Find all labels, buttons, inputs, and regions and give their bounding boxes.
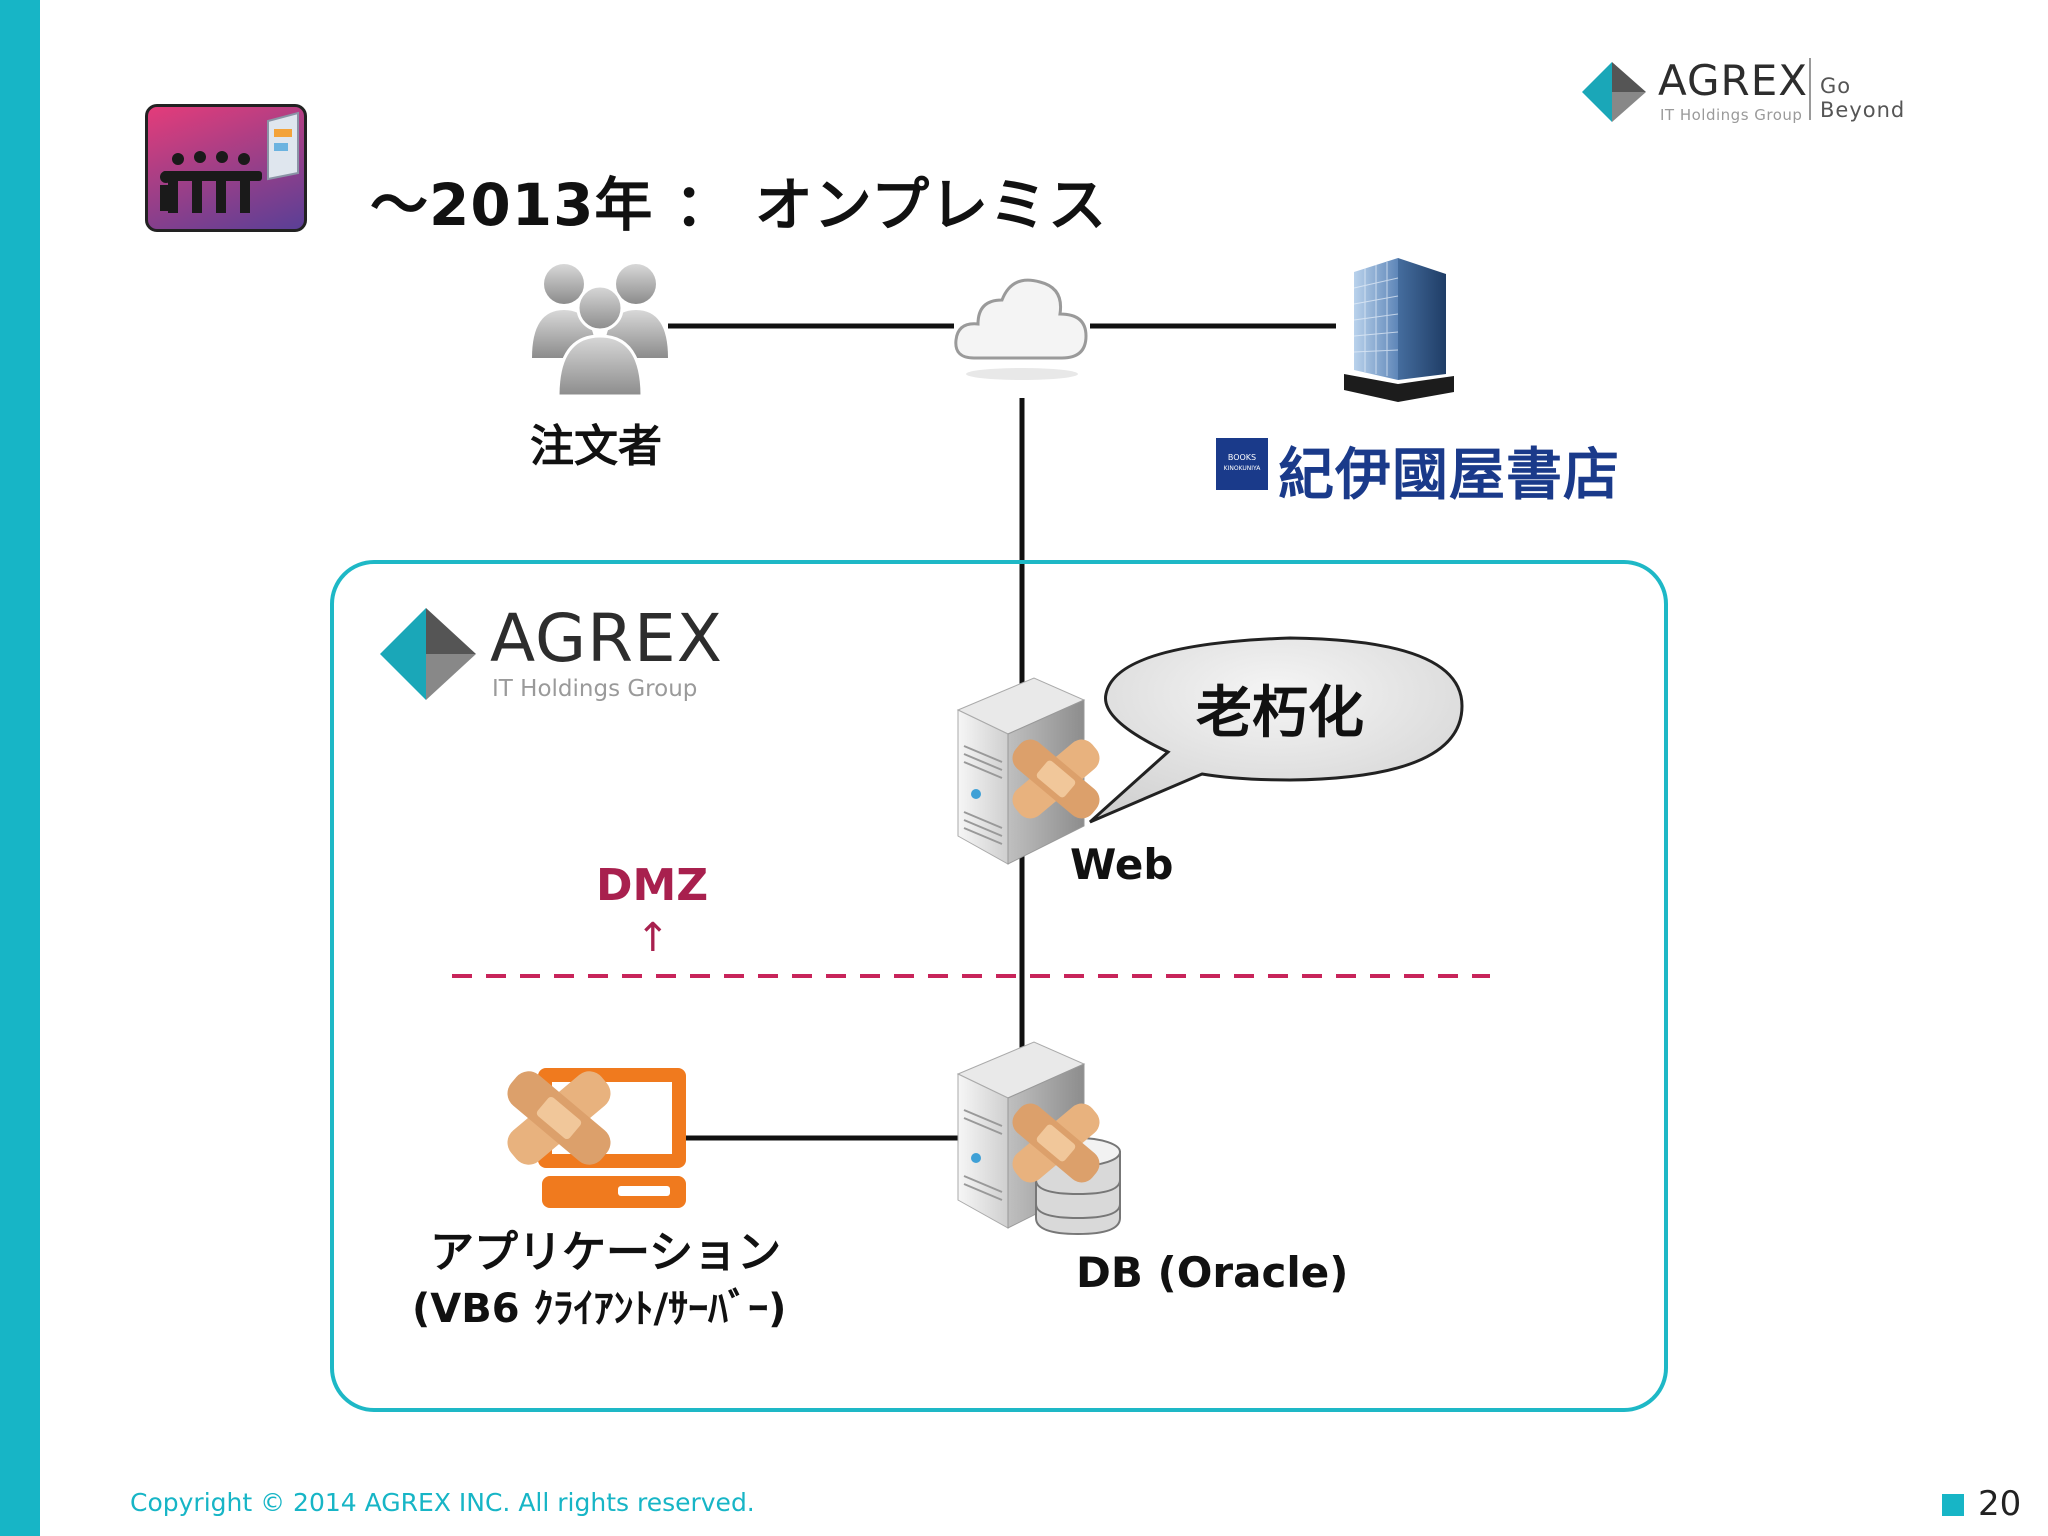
company-network-frame: [330, 560, 1668, 1412]
page-marker: [1942, 1494, 1964, 1516]
bandage-icon: [507, 1071, 611, 1165]
agrex-logo-icon: [380, 608, 476, 700]
customer-label: 注文者: [530, 421, 662, 472]
dmz-label: DMZ: [596, 860, 709, 911]
callout-text: 老朽化: [1196, 681, 1364, 746]
db-label: DB (Oracle): [1076, 1248, 1349, 1297]
agrex-wordmark: AGREX: [1658, 56, 1809, 105]
brand-tagline: Go Beyond: [1820, 74, 1906, 122]
db-server-icon: [956, 1041, 1121, 1236]
office-building-icon: [1344, 258, 1454, 402]
bandage-icon: [1012, 1103, 1100, 1183]
left-accent-bar: [0, 0, 40, 1536]
copyright-footer: Copyright © 2014 AGREX INC. All rights r…: [130, 1488, 755, 1517]
slide-title: ～2013年 ： オンプレミス: [370, 171, 1108, 239]
meeting-icon: [145, 104, 307, 232]
agrex-subtitle: IT Holdings Group: [1660, 106, 1803, 124]
application-pc-icon: [507, 1068, 686, 1208]
agrex-frame-wordmark: AGREX: [490, 600, 723, 677]
svg-text:KINOKUNIYA: KINOKUNIYA: [1224, 465, 1262, 472]
bandage-icon: [1012, 739, 1100, 819]
web-server-icon: [956, 677, 1100, 865]
cloud-icon: [954, 278, 1088, 380]
page-number: 20: [1978, 1484, 2022, 1524]
agrex-brand-top: AGREX IT Holdings Group Go Beyond: [1582, 54, 1942, 130]
kinokuniya-wordmark: 紀伊國屋書店: [1278, 443, 1620, 508]
callout-bubble: [1088, 636, 1464, 824]
customer-group-icon: [532, 264, 668, 398]
application-sublabel: (VB6 ｸﾗｲｱﾝﾄ/ｻｰﾊﾞｰ): [412, 1286, 787, 1332]
svg-text:BOOKS: BOOKS: [1228, 453, 1256, 462]
agrex-frame-subtitle: IT Holdings Group: [492, 676, 698, 702]
agrex-logo-icon: [1582, 62, 1646, 122]
brand-divider: [1809, 58, 1811, 120]
web-label: Web: [1070, 840, 1174, 889]
arrow-up-icon: ↑: [636, 915, 670, 961]
application-label: アプリケーション: [430, 1227, 782, 1278]
kinokuniya-logo-icon: BOOKS KINOKUNIYA: [1216, 438, 1268, 490]
